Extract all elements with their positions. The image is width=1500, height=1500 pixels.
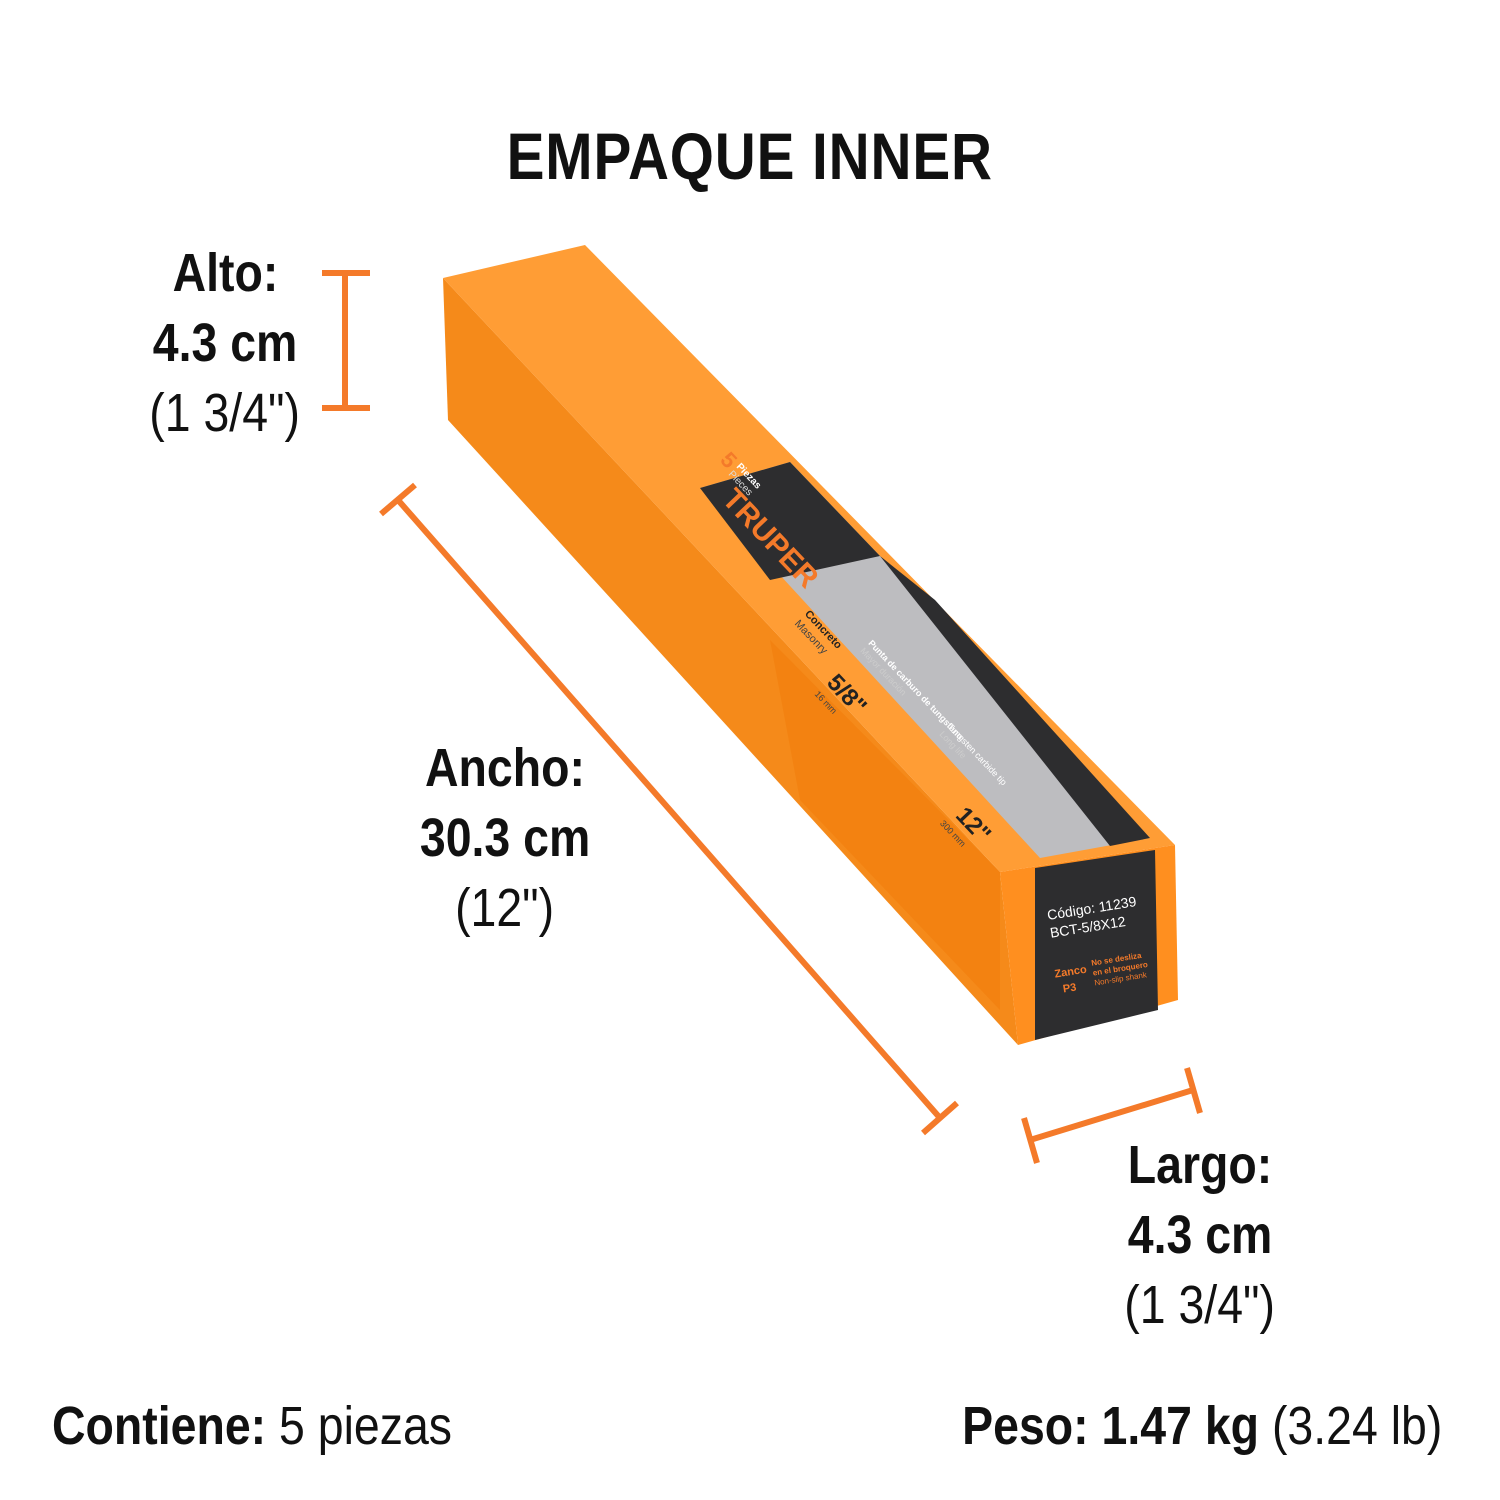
weight-imperial: (3.24 lb) — [1271, 1396, 1442, 1456]
contents-info: Contiene: 5 piezas — [52, 1395, 517, 1457]
ancho-label: Ancho: — [425, 738, 585, 798]
shank-badge: P3 — [1062, 981, 1077, 995]
package-box — [443, 245, 1178, 1045]
alto-dimension-line — [322, 270, 370, 411]
alto-imperial: (1 3/4") — [149, 383, 301, 443]
weight-label: Peso: — [961, 1396, 1089, 1456]
ancho-dimension: Ancho: 30.3 cm (12") — [375, 733, 635, 943]
weight-info: Peso: 1.47 kg (3.24 lb) — [884, 1395, 1442, 1457]
alto-dimension: Alto: 4.3 cm (1 3/4") — [100, 238, 350, 448]
largo-label: Largo: — [1127, 1135, 1273, 1195]
end-label — [1035, 850, 1158, 1040]
contents-label: Contiene: — [52, 1396, 267, 1456]
largo-metric: 4.3 cm — [1127, 1205, 1273, 1265]
largo-dimension: Largo: 4.3 cm (1 3/4") — [1070, 1130, 1330, 1340]
shank-brand: Zanco — [1054, 964, 1088, 981]
alto-metric: 4.3 cm — [152, 313, 298, 373]
largo-imperial: (1 3/4") — [1124, 1275, 1276, 1335]
alto-label: Alto: — [172, 243, 278, 303]
contents-value: 5 piezas — [279, 1396, 453, 1456]
ancho-imperial: (12") — [455, 878, 555, 938]
ancho-metric: 30.3 cm — [419, 808, 591, 868]
weight-value: 1.47 kg — [1101, 1396, 1259, 1456]
largo-dimension-line — [1021, 1067, 1203, 1164]
ancho-dimension-line — [379, 482, 959, 1136]
page-title: EMPAQUE INNER — [506, 119, 994, 193]
